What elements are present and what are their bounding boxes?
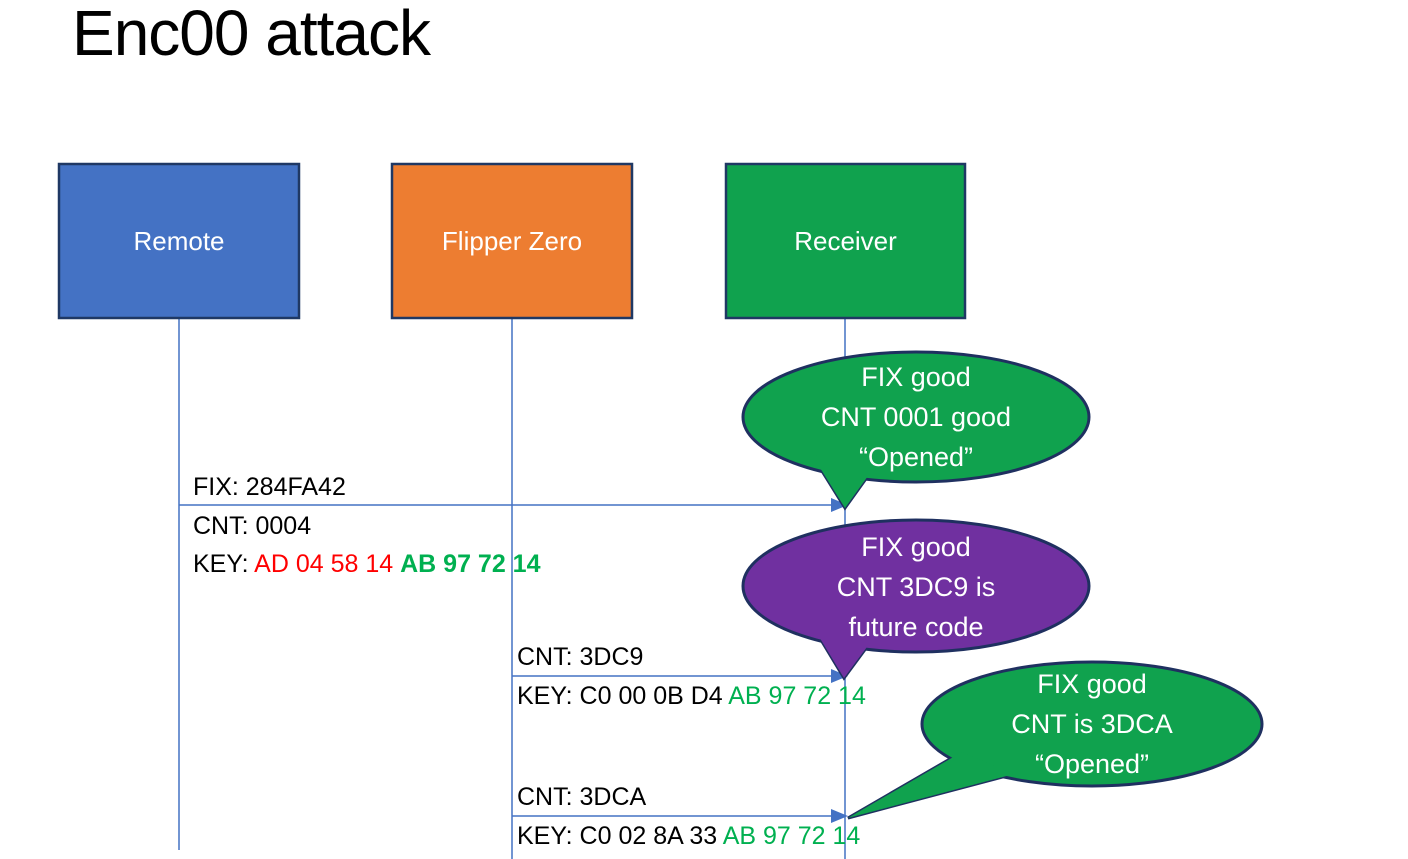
speech-bubble-1-line-3: “Opened” (858, 442, 974, 472)
speech-bubble-3-line-3: “Opened” (1034, 749, 1150, 779)
speech-bubble-1-shape (741, 350, 1091, 511)
message-1-key-prefix: KEY: (193, 550, 255, 578)
message-2-key-label: KEY: C0 00 0B D4 AB 97 72 14 (517, 681, 866, 711)
speech-bubble-2-text: FIX good CNT 3DC9 is future code (766, 527, 1066, 647)
message-1-cnt-label: CNT: 0004 (193, 512, 312, 540)
message-3-cnt-label: CNT: 3DCA (517, 783, 647, 811)
speech-bubble-1-line-2: CNT 0001 good (820, 402, 1012, 432)
message-1-key-red-bytes: AD 04 58 14 (254, 550, 401, 578)
actor-box-flipper-zero (390, 162, 634, 320)
speech-bubble-2-tail-patch (812, 625, 878, 678)
speech-bubble-3-shape (847, 660, 1264, 820)
message-arrow-3-head-icon (831, 809, 848, 823)
message-arrow-1-head-icon (831, 498, 848, 512)
message-1-key-green-bytes: AB 97 72 14 (400, 550, 541, 578)
speech-bubble-3-tail-patch (848, 752, 1014, 818)
message-1-key-label: KEY: AD 04 58 14 AB 97 72 14 (193, 549, 540, 579)
slide-title: Enc00 attack (72, 0, 431, 69)
speech-bubble-1-text: FIX good CNT 0001 good “Opened” (766, 357, 1066, 477)
actor-box-receiver (724, 162, 967, 320)
message-1-fix-label: FIX: 284FA42 (193, 473, 346, 501)
speech-bubble-3-text: FIX good CNT is 3DCA “Opened” (942, 664, 1242, 784)
speech-bubble-1-tail-patch (812, 455, 878, 508)
message-2-key-prefix: KEY: C0 00 0B D4 (517, 682, 729, 710)
actor-label-flipper-zero: Flipper Zero (441, 225, 583, 256)
speech-bubble-1-line-1: FIX good (861, 362, 971, 392)
speech-bubble-2-body (741, 518, 1091, 654)
speech-bubble-3-body (920, 660, 1264, 788)
speech-bubble-2-line-3: future code (848, 612, 984, 642)
speech-bubble-3-line-2: CNT is 3DCA (1011, 709, 1173, 739)
message-3-key-green-bytes: AB 97 72 14 (722, 822, 861, 850)
message-3-key-label: KEY: C0 02 8A 33 AB 97 72 14 (517, 821, 860, 851)
actor-box-remote (57, 162, 301, 320)
message-arrow-2-head-icon (831, 669, 848, 683)
speech-bubble-2-line-2: CNT 3DC9 is (836, 572, 996, 602)
message-3-key-prefix: KEY: C0 02 8A 33 (517, 822, 723, 850)
speech-bubble-3-line-1: FIX good (1037, 669, 1147, 699)
message-2-cnt-label: CNT: 3DC9 (517, 643, 644, 671)
actor-label-receiver: Receiver (794, 225, 897, 256)
speech-bubble-1-body (741, 350, 1091, 484)
message-2-key-green-bytes: AB 97 72 14 (728, 682, 866, 710)
actor-label-remote: Remote (133, 225, 225, 256)
speech-bubble-2-shape (741, 518, 1091, 681)
speech-bubble-2-line-1: FIX good (861, 532, 971, 562)
